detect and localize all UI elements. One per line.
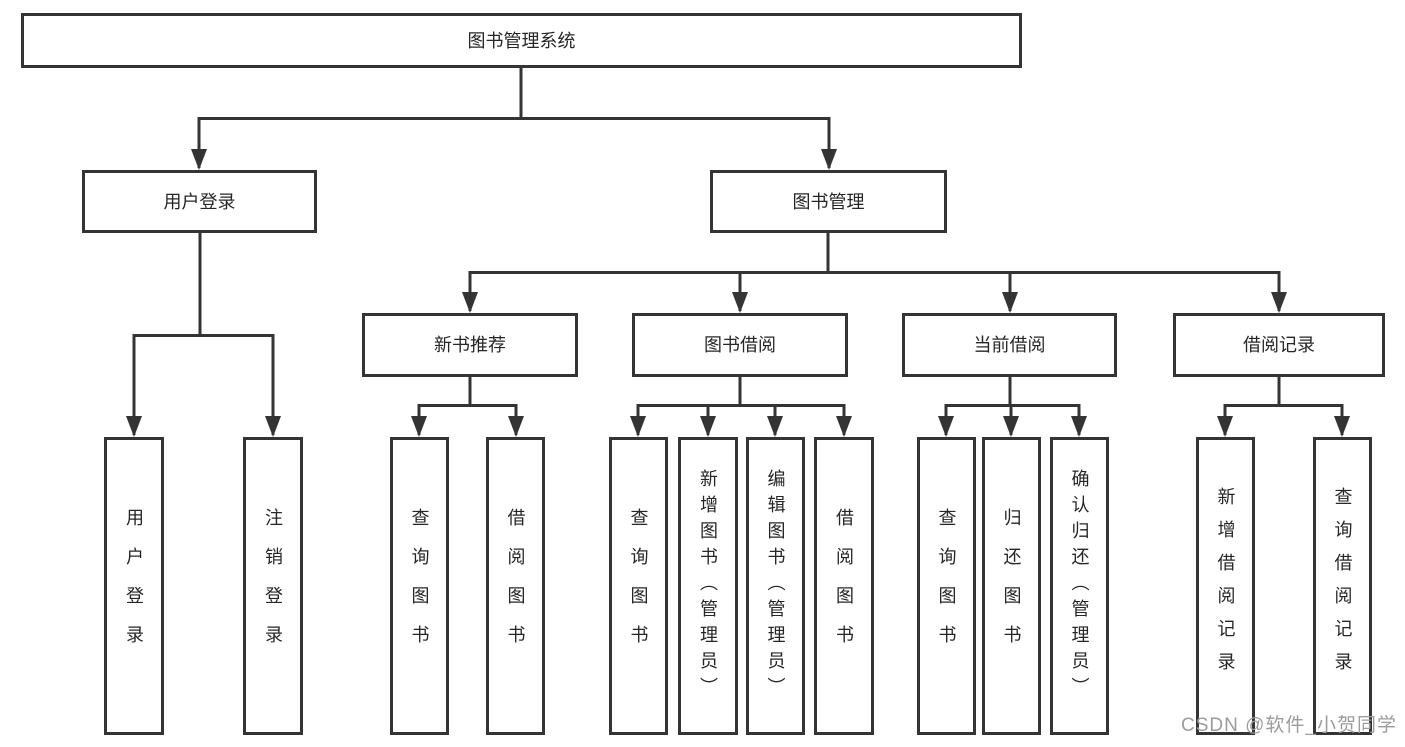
leaf-add-borrow-record: 新增借阅记录	[1196, 437, 1255, 735]
node-current-borrow-label: 当前借阅	[973, 335, 1046, 355]
leaf-label: 借阅图书	[505, 508, 526, 664]
leaf-user-login: 用户登录	[104, 437, 164, 735]
node-book-borrow: 图书借阅	[632, 313, 848, 377]
node-book-borrow-label: 图书借阅	[704, 335, 776, 355]
node-user-login: 用户登录	[82, 170, 317, 233]
leaf-add-books-admin: 新增图书（管理员）	[678, 437, 738, 735]
leaf-label: 用户登录	[124, 508, 144, 664]
leaf-label: 新增图书（管理员）	[698, 469, 718, 703]
node-root: 图书管理系统	[21, 13, 1022, 68]
leaf-query-borrow-record: 查询借阅记录	[1313, 437, 1372, 735]
csdn-watermark: CSDN @软件_小贺同学	[1181, 715, 1397, 736]
node-new-book-recommend-label: 新书推荐	[434, 335, 506, 355]
leaf-query-books-current: 查询图书	[917, 437, 976, 735]
leaf-label: 查询图书	[936, 508, 957, 664]
leaf-label: 查询图书	[628, 508, 649, 664]
leaf-label: 查询借阅记录	[1332, 487, 1353, 685]
leaf-label: 编辑图书（管理员）	[765, 469, 786, 703]
leaf-query-books-recommend: 查询图书	[390, 437, 449, 735]
node-root-label: 图书管理系统	[467, 30, 576, 51]
leaf-logout: 注销登录	[243, 437, 303, 735]
leaf-edit-books-admin: 编辑图书（管理员）	[746, 437, 805, 735]
node-book-management: 图书管理	[710, 170, 947, 233]
leaf-label: 归还图书	[1001, 508, 1022, 664]
node-borrow-records-label: 借阅记录	[1243, 335, 1315, 355]
node-user-login-label: 用户登录	[163, 191, 236, 212]
leaf-borrow-books: 借阅图书	[814, 437, 874, 735]
leaf-label: 确认归还（管理员）	[1069, 469, 1090, 703]
node-current-borrow: 当前借阅	[902, 313, 1117, 377]
node-new-book-recommend: 新书推荐	[362, 313, 578, 377]
node-book-management-label: 图书管理	[792, 191, 865, 212]
leaf-confirm-return-admin: 确认归还（管理员）	[1050, 437, 1109, 735]
leaf-label: 新增借阅记录	[1215, 487, 1236, 685]
leaf-label: 注销登录	[263, 508, 283, 664]
leaf-borrow-books-recommend: 借阅图书	[486, 437, 545, 735]
leaf-label: 查询图书	[409, 508, 430, 664]
leaf-return-books: 归还图书	[982, 437, 1041, 735]
leaf-label: 借阅图书	[834, 508, 854, 664]
node-borrow-records: 借阅记录	[1173, 313, 1385, 377]
leaf-query-books-borrow: 查询图书	[609, 437, 668, 735]
